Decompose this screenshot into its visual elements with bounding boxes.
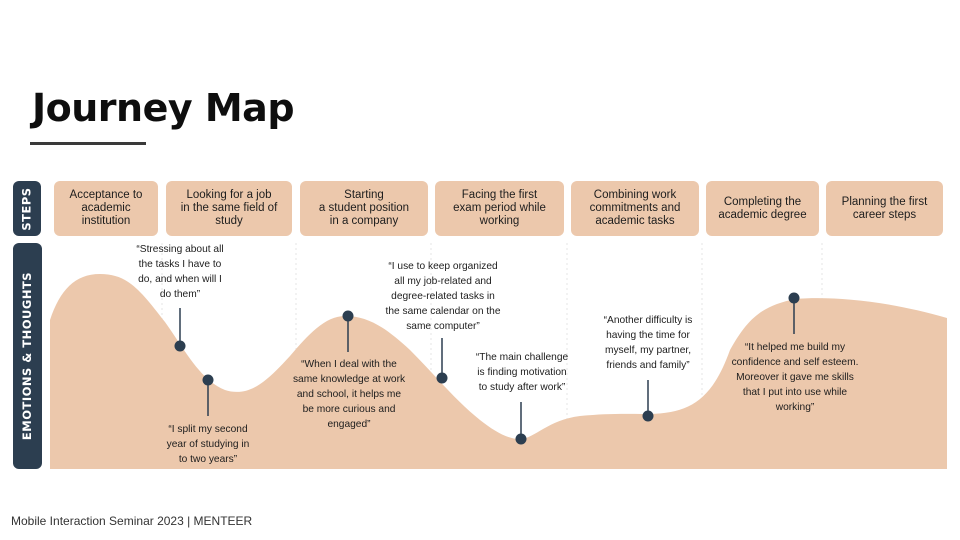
step-card-2: Looking for a job in the same field of s… [166, 181, 292, 236]
quote-text-3: “When I deal with the same knowledge at … [292, 359, 406, 430]
step-label-4: Facing the first exam period while worki… [453, 189, 546, 227]
marker-dot [202, 374, 214, 386]
title-underline [30, 142, 146, 145]
marker-dot [788, 292, 800, 304]
markers [174, 292, 800, 445]
step-label-3: Starting a student position in a company [318, 189, 410, 227]
quote-text-2: “I split my second year of studying in t… [166, 424, 250, 465]
marker-dot [515, 433, 527, 445]
quote-3: “When I deal with the same knowledge at … [274, 357, 424, 432]
quote-1: “Stressing about all the tasks I have to… [112, 242, 248, 302]
emotion-wave [50, 274, 947, 469]
quote-text-4: “I use to keep organized all my job-rela… [385, 261, 501, 332]
marker-dot [436, 372, 448, 384]
marker-dot [642, 410, 654, 422]
step-card-1: Acceptance to academic institution [54, 181, 158, 236]
marker-dot [342, 310, 354, 322]
step-label-1: Acceptance to academic institution [69, 189, 143, 227]
pins [179, 298, 795, 439]
step-card-5: Combining work commitments and academic … [571, 181, 699, 236]
step-label-2: Looking for a job in the same field of s… [180, 189, 278, 227]
quote-6: “Another difficulty is having the time f… [584, 313, 712, 373]
quote-4: “I use to keep organized all my job-rela… [368, 259, 518, 334]
emotions-row-label: EMOTIONS & THOUGHTS [13, 243, 42, 469]
steps-row-label: STEPS [13, 181, 41, 236]
step-card-6: Completing the academic degree [706, 181, 819, 236]
quote-5: “The main challenge is finding motivatio… [456, 350, 588, 395]
step-label-7: Planning the first career steps [841, 195, 928, 221]
quote-7: “It helped me build my confidence and se… [714, 340, 876, 415]
step-card-4: Facing the first exam period while worki… [435, 181, 564, 236]
quote-text-7: “It helped me build my confidence and se… [731, 342, 859, 413]
quote-2: “I split my second year of studying in t… [140, 422, 276, 467]
footer-caption: Mobile Interaction Seminar 2023 | MENTEE… [11, 514, 253, 528]
marker-dot [174, 340, 186, 352]
page-title: Journey Map [32, 86, 295, 130]
quote-text-6: “Another difficulty is having the time f… [603, 315, 693, 371]
quote-text-1: “Stressing about all the tasks I have to… [136, 244, 224, 300]
step-card-7: Planning the first career steps [826, 181, 943, 236]
step-label-5: Combining work commitments and academic … [589, 189, 681, 227]
quote-text-5: “The main challenge is finding motivatio… [475, 352, 569, 393]
step-card-3: Starting a student position in a company [300, 181, 428, 236]
step-label-6: Completing the academic degree [718, 195, 807, 221]
